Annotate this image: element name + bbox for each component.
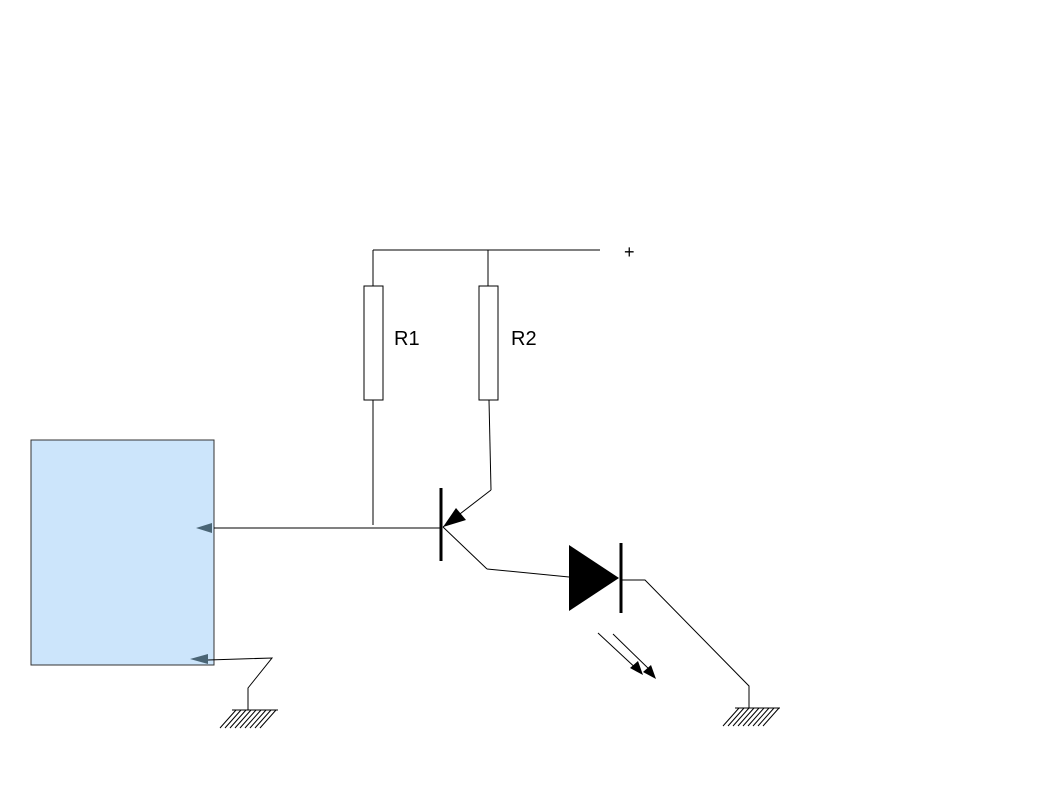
transistor-emitter-arrow (443, 508, 466, 527)
ground-symbol-left (219, 709, 278, 729)
led-ground-wire (621, 579, 750, 708)
collector-led-wire (486, 568, 570, 578)
resistor-r1-label: R1 (394, 328, 420, 350)
microcontroller-block (30, 439, 215, 666)
pnp-transistor (439, 488, 492, 570)
resistor-r1 (363, 285, 384, 401)
led (569, 543, 656, 679)
block-ground-wire (207, 657, 274, 710)
supply-plus-label: + (624, 242, 635, 262)
r2-bottom-wire (488, 399, 492, 491)
ground-pin-arrow (190, 654, 208, 664)
resistor-r2 (478, 285, 499, 401)
output-pin-arrow (196, 523, 212, 533)
led-triangle (569, 545, 619, 611)
resistor-r2-label: R2 (511, 328, 537, 350)
transistor-collector-lead (442, 526, 488, 570)
ground-symbol-right (722, 707, 780, 727)
